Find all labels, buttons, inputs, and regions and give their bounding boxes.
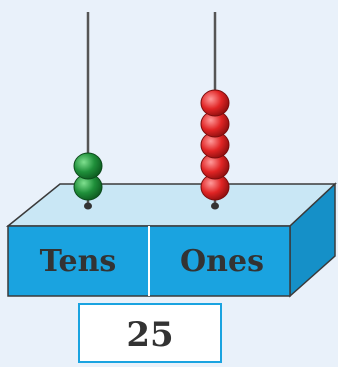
tens-rod-peg	[84, 203, 92, 210]
tens-bead	[74, 153, 102, 179]
ones-bead	[201, 90, 229, 116]
number-value: 25	[126, 315, 173, 355]
box-top-face	[8, 184, 335, 226]
tens-beads	[74, 153, 102, 200]
tens-label: Tens	[40, 244, 117, 279]
ones-beads	[201, 90, 229, 200]
ones-rod-peg	[211, 203, 219, 210]
ones-label: Ones	[180, 244, 264, 279]
